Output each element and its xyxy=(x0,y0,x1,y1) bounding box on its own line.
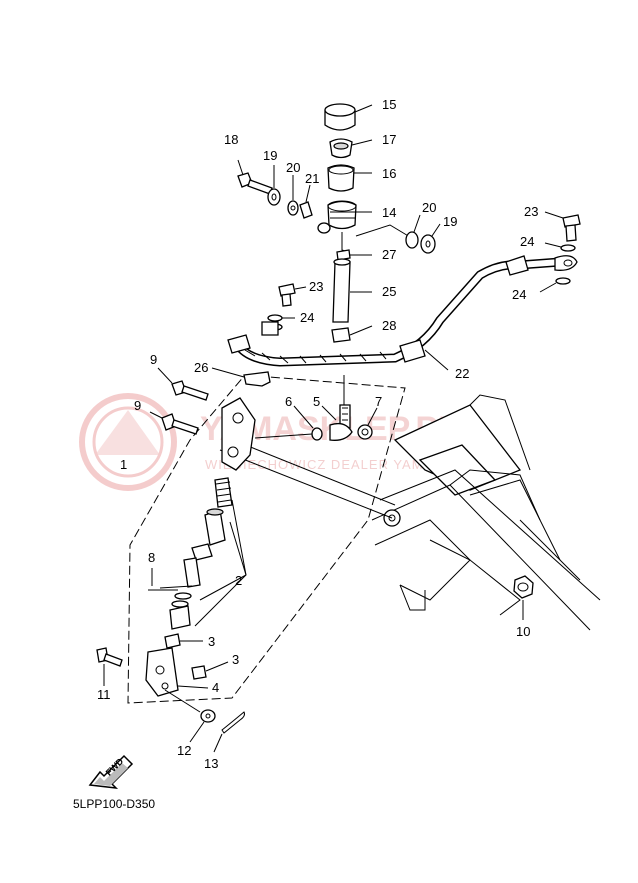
union-bolt-23-right xyxy=(544,211,581,242)
washer-12 xyxy=(164,689,216,743)
cotter-pin-13 xyxy=(213,711,245,753)
nut-3-lower xyxy=(191,661,229,680)
callout-24-right-bottom: 24 xyxy=(512,287,526,302)
master-cylinder-bracket xyxy=(221,397,256,471)
callout-24-left: 24 xyxy=(300,310,314,325)
reservoir-cap-15 xyxy=(324,103,373,131)
gasket-24-right-bottom xyxy=(539,277,571,293)
callout-14: 14 xyxy=(382,205,396,220)
callout-3-upper: 3 xyxy=(208,634,215,649)
diaphragm-plate-17 xyxy=(329,138,373,159)
hose-joint-5 xyxy=(321,404,353,441)
callout-11: 11 xyxy=(97,687,111,702)
callout-23-right: 23 xyxy=(524,204,538,219)
callout-25: 25 xyxy=(382,284,396,299)
callout-12: 12 xyxy=(177,743,191,758)
nut-10 xyxy=(513,575,534,620)
clevis-4 xyxy=(145,647,209,697)
callout-16: 16 xyxy=(382,166,396,181)
callout-20-left: 20 xyxy=(286,160,300,175)
washer-19-right xyxy=(420,223,441,254)
callout-18: 18 xyxy=(224,132,238,147)
callout-24-right-top: 24 xyxy=(520,234,534,249)
callout-labels: 1 2 3 3 4 5 6 7 8 9 9 10 11 12 13 14 15 … xyxy=(97,97,538,771)
collar-21 xyxy=(299,184,313,219)
callout-23-left: 23 xyxy=(309,279,323,294)
callout-9-upper: 9 xyxy=(150,352,157,367)
callout-19-right: 19 xyxy=(443,214,457,229)
assembly-outline xyxy=(127,374,406,704)
bolt-9-lower xyxy=(149,411,199,435)
callout-10: 10 xyxy=(516,624,530,639)
reservoir-14 xyxy=(317,200,416,253)
callout-20-right: 20 xyxy=(422,200,436,215)
diaphragm-16 xyxy=(327,164,372,192)
callout-13: 13 xyxy=(204,756,218,771)
circlip-7 xyxy=(357,407,378,440)
pin-8 xyxy=(148,568,178,591)
callout-8: 8 xyxy=(148,550,155,565)
washer-19-left xyxy=(267,165,281,206)
fwd-arrow-icon: FWD xyxy=(88,754,134,789)
callout-7: 7 xyxy=(375,394,382,409)
callout-28: 28 xyxy=(382,318,396,333)
bracket-26 xyxy=(211,367,271,387)
callout-15: 15 xyxy=(382,97,396,112)
union-bolt-23-left xyxy=(278,283,307,307)
clip-28 xyxy=(331,325,373,343)
callout-22: 22 xyxy=(455,366,469,381)
washer-20-right xyxy=(405,214,421,249)
o-ring-6 xyxy=(254,405,323,441)
callout-6: 6 xyxy=(285,394,292,409)
nut-3-upper xyxy=(164,633,203,649)
brake-hose-22 xyxy=(227,255,578,371)
callout-1: 1 xyxy=(120,457,127,472)
frame-section xyxy=(219,394,601,631)
callout-26: 26 xyxy=(194,360,208,375)
gasket-24-right-top xyxy=(544,242,576,252)
callout-27: 27 xyxy=(382,247,396,262)
bolt-9-upper xyxy=(157,367,209,401)
clip-27 xyxy=(336,249,372,261)
bolt-18 xyxy=(237,159,273,195)
callout-19-left: 19 xyxy=(263,148,277,163)
callout-5: 5 xyxy=(313,394,320,409)
callout-4: 4 xyxy=(212,680,219,695)
callout-2: 2 xyxy=(235,573,242,588)
reservoir-hose-25 xyxy=(332,258,372,323)
callout-9-lower: 9 xyxy=(134,398,141,413)
diagram-code: 5LPP100-D350 xyxy=(73,797,155,811)
callout-21: 21 xyxy=(305,171,319,186)
callout-17: 17 xyxy=(382,132,396,147)
watermark-logo-icon xyxy=(79,393,177,491)
callout-3-lower: 3 xyxy=(232,652,239,667)
washer-20-left xyxy=(287,175,299,216)
piston-kit-2 xyxy=(159,477,247,630)
bolt-11 xyxy=(96,647,123,686)
